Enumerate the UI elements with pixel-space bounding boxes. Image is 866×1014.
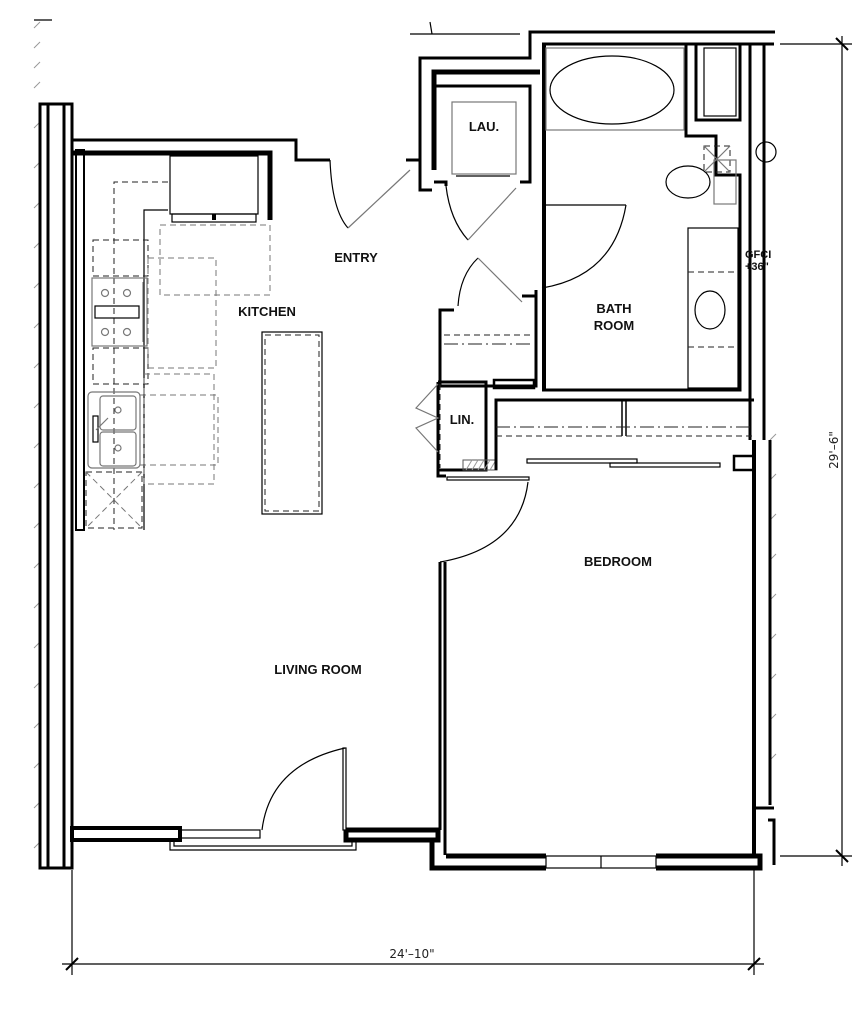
refrigerator	[169, 155, 259, 223]
room-label-living: LIVING ROOM	[274, 662, 361, 677]
gfci-label-line1: GFCI	[745, 249, 771, 261]
kitchen-island	[261, 331, 323, 515]
linen-closet	[414, 380, 498, 472]
range-cooktop	[91, 277, 148, 347]
laundry-closet	[418, 30, 775, 241]
dishwasher	[85, 471, 143, 529]
kitchen-cabinets	[92, 181, 271, 530]
exterior-wall-hatching	[33, 21, 777, 849]
gfci-label-line2: +36"	[745, 261, 769, 273]
room-label-laundry: LAU.	[469, 119, 499, 134]
room-label-bedroom: BEDROOM	[584, 554, 652, 569]
hall-closet	[438, 257, 538, 390]
living-bedroom-wall	[438, 562, 447, 855]
entry-door	[329, 158, 432, 229]
dimension-depth-label: 29'–6"	[827, 431, 841, 469]
dimension-depth: 29'–6"	[780, 36, 852, 866]
bathroom	[541, 42, 777, 440]
bedroom-south-wall	[429, 840, 763, 871]
room-label-linen: LIN.	[450, 412, 475, 427]
dimension-width: 24'–10"	[62, 870, 764, 975]
kitchen-north-wall	[72, 138, 330, 531]
room-label-entry: ENTRY	[334, 250, 378, 265]
room-label-kitchen: KITCHEN	[238, 304, 296, 319]
room-label-bath-line1: BATH	[596, 301, 631, 316]
kitchen-sink	[87, 391, 141, 469]
living-south-wall	[70, 747, 441, 851]
room-label-bath-line2: ROOM	[594, 318, 634, 333]
left-exterior-wall	[38, 102, 74, 870]
bedroom-door	[436, 470, 530, 563]
dimension-width-label: 24'–10"	[389, 947, 434, 961]
right-exterior-wall	[752, 440, 776, 865]
bedroom-closet	[494, 398, 756, 472]
